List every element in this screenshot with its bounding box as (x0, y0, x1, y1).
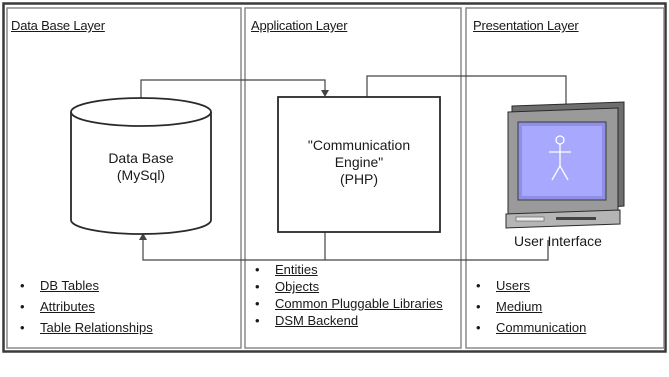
list-item: Entities (249, 262, 461, 277)
application-layer-panel (244, 7, 462, 349)
database-label-line1: Data Base (108, 150, 174, 166)
list-item: Users (470, 277, 662, 294)
list-item: Table Relationships (14, 319, 236, 336)
outer-frame (2, 2, 667, 353)
application-layer-bullet-list: Entities Objects Common Pluggable Librar… (249, 262, 461, 330)
list-item: Medium (470, 298, 662, 315)
user-interface-label: User Interface (514, 233, 602, 249)
list-item: DB Tables (14, 277, 236, 294)
connector-db-to-engine (140, 79, 326, 110)
list-item: Communication (470, 319, 662, 336)
list-item: Objects (249, 279, 461, 294)
presentation-layer-bullet-list: Users Medium Communication (470, 277, 662, 340)
list-item: Common Pluggable Libraries (249, 296, 461, 311)
connector-bottom-loop (142, 238, 549, 261)
list-item: DSM Backend (249, 313, 461, 328)
database-label-line2: (MySql) (116, 167, 166, 183)
database-cylinder-icon (70, 97, 212, 235)
user-figure-icon (549, 135, 571, 181)
computer-icon (505, 101, 625, 229)
arrow-head-engine-top (321, 90, 329, 97)
database-layer-panel (6, 7, 242, 349)
database-label: Data Base (MySql) (81, 150, 201, 184)
engine-label-line1: "Communication (307, 137, 411, 153)
engine-label-line2: Engine" (334, 154, 384, 170)
arrow-head-db-bottom (139, 233, 147, 240)
communication-engine-box (277, 96, 441, 233)
database-layer-title: Data Base Layer (11, 18, 105, 33)
database-layer-bullet-list: DB Tables Attributes Table Relationships (14, 277, 236, 340)
presentation-layer-panel (465, 7, 665, 349)
engine-label-line3: (PHP) (339, 171, 379, 187)
list-item: Attributes (14, 298, 236, 315)
connector-engine-to-ui (366, 75, 567, 108)
engine-label: "Communication Engine" (PHP) (280, 137, 438, 188)
application-layer-title: Application Layer (251, 18, 348, 33)
presentation-layer-title: Presentation Layer (473, 18, 579, 33)
